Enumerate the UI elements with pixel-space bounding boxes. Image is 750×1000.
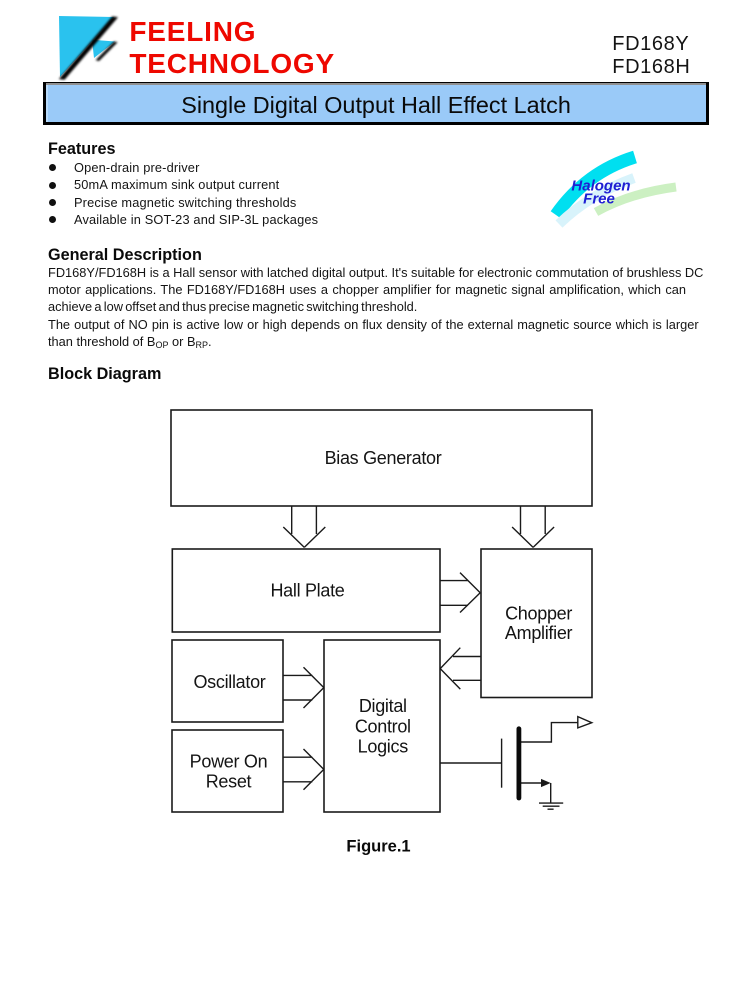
svg-text:Control: Control (355, 716, 411, 736)
svg-text:Power On: Power On (190, 751, 268, 771)
svg-text:Hall Plate: Hall Plate (270, 581, 344, 601)
svg-text:Oscillator: Oscillator (193, 672, 265, 692)
svg-text:Free: Free (583, 191, 615, 208)
svg-text:Amplifier: Amplifier (505, 623, 573, 643)
svg-text:Digital: Digital (359, 696, 407, 716)
svg-text:Chopper: Chopper (505, 604, 572, 624)
svg-text:Bias Generator: Bias Generator (325, 448, 442, 468)
svg-text:Figure.1: Figure.1 (346, 838, 410, 856)
svg-text:Logics: Logics (358, 737, 409, 757)
svg-text:Reset: Reset (206, 772, 252, 792)
svg-text:Halogen: Halogen (571, 178, 630, 195)
